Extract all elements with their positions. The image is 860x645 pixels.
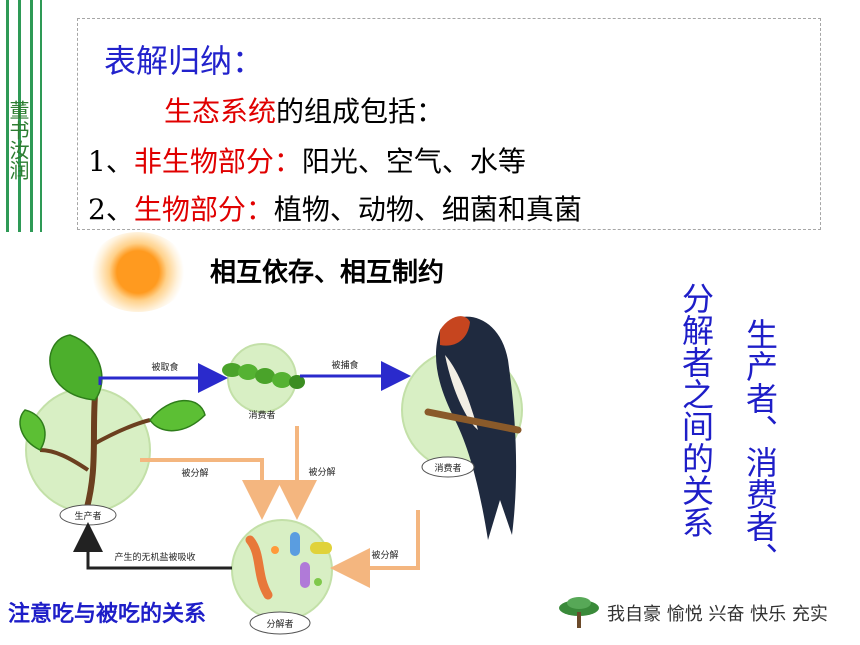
swallow-icon bbox=[424, 316, 522, 540]
summary-line-2: 1、非生物部分：阳光、空气、水等 bbox=[88, 140, 526, 180]
decomposer-tag bbox=[249, 611, 311, 635]
decomposed2-label: 被分解 bbox=[308, 466, 335, 478]
producer-label: 生产者 bbox=[74, 510, 101, 522]
plant-icon bbox=[19, 334, 206, 516]
footer-motto: 我自豪 愉悦 兴奋 快乐 充实 bbox=[607, 604, 828, 625]
decomposed1-label: 被分解 bbox=[181, 467, 208, 479]
consumer2-label: 消费者 bbox=[434, 462, 461, 474]
arrow-eaten bbox=[98, 363, 228, 393]
line-number: 1、 bbox=[88, 145, 134, 178]
abiotic-term: 非生物部分： bbox=[133, 145, 302, 178]
side-slogan: 董书汝润 bbox=[6, 100, 30, 180]
decomposer-label: 分解者 bbox=[266, 618, 293, 630]
bottom-caption: 注意吃与被吃的关系 bbox=[8, 602, 207, 627]
biotic-term: 生物部分： bbox=[133, 193, 274, 226]
microbe-icon bbox=[245, 532, 332, 600]
arrow-decomposed-3 bbox=[330, 510, 420, 588]
summary-line-3: 2、生物部分：植物、动物、细菌和真菌 bbox=[88, 188, 582, 228]
ecosystem-diagram: 生产者 消费者 消费者 分解者 被取食 被捕食 被分解 被分解 被分解 bbox=[19, 316, 523, 635]
tree-logo-icon bbox=[559, 597, 599, 628]
summary-box bbox=[77, 18, 821, 230]
decor-line bbox=[18, 0, 21, 232]
side-text-relations: 分解者之间的关系 bbox=[677, 282, 715, 538]
arrow-absorbed bbox=[73, 522, 232, 570]
decomposer-circle bbox=[231, 519, 333, 621]
line-number: 2、 bbox=[88, 193, 134, 226]
decomposed3-label: 被分解 bbox=[371, 549, 398, 561]
absorbed-label: 产生的无机盐被吸收 bbox=[114, 551, 195, 563]
line-text: 植物、动物、细菌和真菌 bbox=[273, 193, 582, 226]
line-text: 的组成包括： bbox=[276, 95, 445, 128]
eaten-label: 被取食 bbox=[151, 361, 178, 373]
decor-line bbox=[40, 0, 42, 232]
side-text-producers: 生产者、消费者、 bbox=[741, 318, 779, 574]
captured-label: 被捕食 bbox=[331, 359, 358, 371]
line-text: 阳光、空气、水等 bbox=[301, 145, 526, 178]
diagram-headline: 相互依存、相互制约 bbox=[210, 258, 445, 288]
decor-line bbox=[6, 0, 9, 232]
sun-icon bbox=[88, 232, 188, 312]
summary-line-1: 生态系统的组成包括： bbox=[164, 90, 444, 130]
ecosystem-term: 生态系统 bbox=[164, 95, 277, 128]
summary-title: 表解归纳： bbox=[104, 42, 265, 80]
decor-line bbox=[30, 0, 33, 232]
left-decoration: 董书汝润 bbox=[0, 0, 60, 232]
arrow-decomposed-1 bbox=[140, 458, 282, 520]
consumer1-label: 消费者 bbox=[248, 409, 275, 421]
consumer2-tag bbox=[421, 456, 475, 478]
